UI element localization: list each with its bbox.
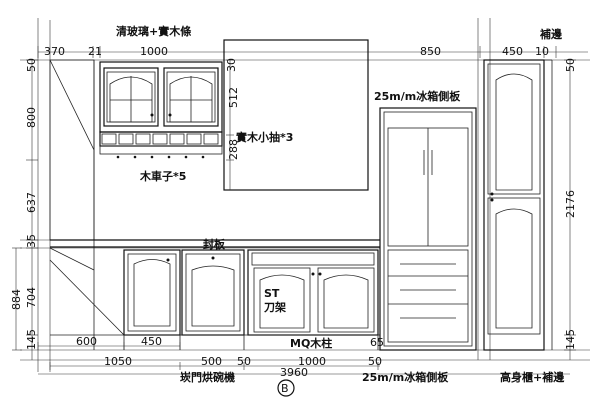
- left-side-panel: [49, 59, 125, 350]
- left-vertical-dims: 50 800 637 35 704 884 145: [10, 58, 38, 360]
- dim-left-145: 145: [25, 329, 38, 350]
- dim-left-50: 50: [25, 58, 38, 72]
- label-mq-column: MQ木柱: [290, 336, 332, 350]
- small-drawers-row: [99, 131, 223, 159]
- label-knife-rack-b: 刀架: [264, 300, 286, 314]
- upper-glass-cabinet: [99, 61, 223, 133]
- label-clear-glass: 清玻璃+實木條: [116, 24, 192, 38]
- dim-top-10: 10: [535, 45, 549, 58]
- dim-top-850: 850: [420, 45, 441, 58]
- label-knife-rack-a: ST: [264, 287, 280, 300]
- dim-bottom-65: 65: [370, 336, 384, 349]
- right-vertical-dims: 50 2176 145: [564, 58, 577, 360]
- dim-left-800: 800: [25, 107, 38, 128]
- label-wood-car: 木車子*5: [139, 169, 186, 183]
- dim-bottom-50b: 50: [368, 355, 382, 368]
- dim-total-3960: 3960: [280, 366, 308, 379]
- section-mark-letter: B: [281, 382, 289, 395]
- dim-512: 512: [227, 87, 240, 108]
- dim-right-50: 50: [564, 58, 577, 72]
- dim-right-2176: 2176: [564, 190, 577, 218]
- label-fridge-side-bottom: 25m/m冰箱側板: [362, 370, 449, 384]
- dim-top-21: 21: [88, 45, 102, 58]
- section-marker: B: [277, 379, 295, 397]
- dim-bottom-450: 450: [141, 335, 162, 348]
- dim-right-145: 145: [564, 329, 577, 350]
- dim-bottom-50a: 50: [237, 355, 251, 368]
- dim-288: 288: [227, 139, 240, 160]
- bottom-dimension-rows: 600 450 1050 500 50 1000 50 65 3960: [37, 335, 570, 379]
- hood-panel: 30 512 288: [223, 39, 369, 191]
- label-tall-fill: 高身櫃+補邊: [500, 370, 565, 384]
- dim-bottom-500: 500: [201, 355, 222, 368]
- label-fill-top-right: 補邊: [539, 27, 563, 41]
- reference-lines: [20, 18, 590, 372]
- dim-bottom-1050: 1050: [104, 355, 132, 368]
- label-wood-drawer: 實木小抽*3: [236, 130, 293, 144]
- countertop: [50, 239, 380, 248]
- dim-mid-30: 30: [225, 58, 238, 72]
- dim-left-884: 884: [10, 289, 23, 310]
- dim-left-637: 637: [25, 192, 38, 213]
- dim-top-1000: 1000: [140, 45, 168, 58]
- dim-top-370: 370: [44, 45, 65, 58]
- top-dimension-row: 370 21 1000 850 450 10: [37, 45, 588, 58]
- dim-bottom-600: 600: [76, 335, 97, 348]
- tall-cabinet: [483, 59, 553, 351]
- base-cabinets: [123, 249, 379, 336]
- refrigerator: [379, 107, 477, 351]
- dim-left-704: 704: [25, 287, 38, 308]
- dim-top-450: 450: [502, 45, 523, 58]
- label-dishwasher: 崁門烘碗機: [180, 370, 235, 384]
- label-fridge-side-top: 25m/m冰箱側板: [374, 89, 461, 103]
- dim-left-35: 35: [25, 234, 38, 248]
- dim-bottom-1000: 1000: [298, 355, 326, 368]
- label-seal: 封板: [203, 237, 226, 251]
